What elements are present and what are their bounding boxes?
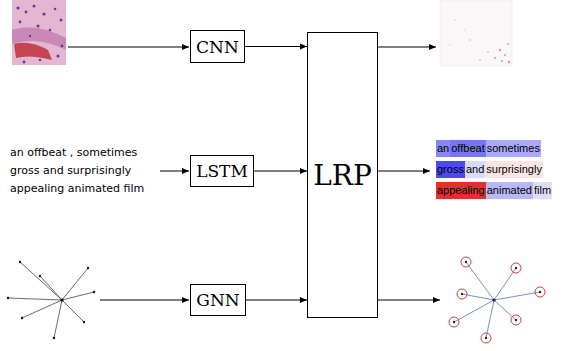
heatmap [440, 0, 512, 66]
highlighted-word: surprisingly [485, 161, 543, 178]
node-label: CNN [196, 37, 239, 57]
highlighted-line: anoffbeatsometimes [436, 140, 541, 157]
input-graph [7, 261, 95, 339]
relevance-graph [449, 257, 545, 343]
highlighted-word: animated [486, 182, 533, 199]
node-label: LRP [313, 159, 372, 192]
histology-image [12, 0, 66, 65]
model-box: LSTM [190, 155, 254, 187]
connector [246, 300, 307, 301]
highlighted-word: gross [436, 161, 465, 178]
highlighted-line: appealinganimatedfilm [436, 182, 552, 199]
highlighted-word: sometimes [486, 140, 541, 157]
highlighted-word: appealing [436, 182, 486, 199]
highlighted-word: an [436, 140, 450, 157]
model-box: GNN [190, 284, 246, 316]
input-sentence: an offbeat , sometimes [10, 146, 137, 159]
input-sentence: gross and surprisingly [10, 164, 131, 177]
highlighted-word: offbeat [450, 140, 485, 157]
highlighted-word: and [465, 161, 485, 178]
connector [254, 171, 307, 172]
input-sentence: appealing animated film [10, 182, 144, 195]
explainer-box: LRP [307, 32, 378, 318]
node-label: LSTM [196, 161, 248, 181]
model-box: CNN [190, 30, 245, 63]
highlighted-line: grossandsurprisingly [436, 161, 543, 178]
node-label: GNN [196, 290, 239, 310]
highlighted-word: film [533, 182, 552, 199]
connector [245, 46, 307, 47]
